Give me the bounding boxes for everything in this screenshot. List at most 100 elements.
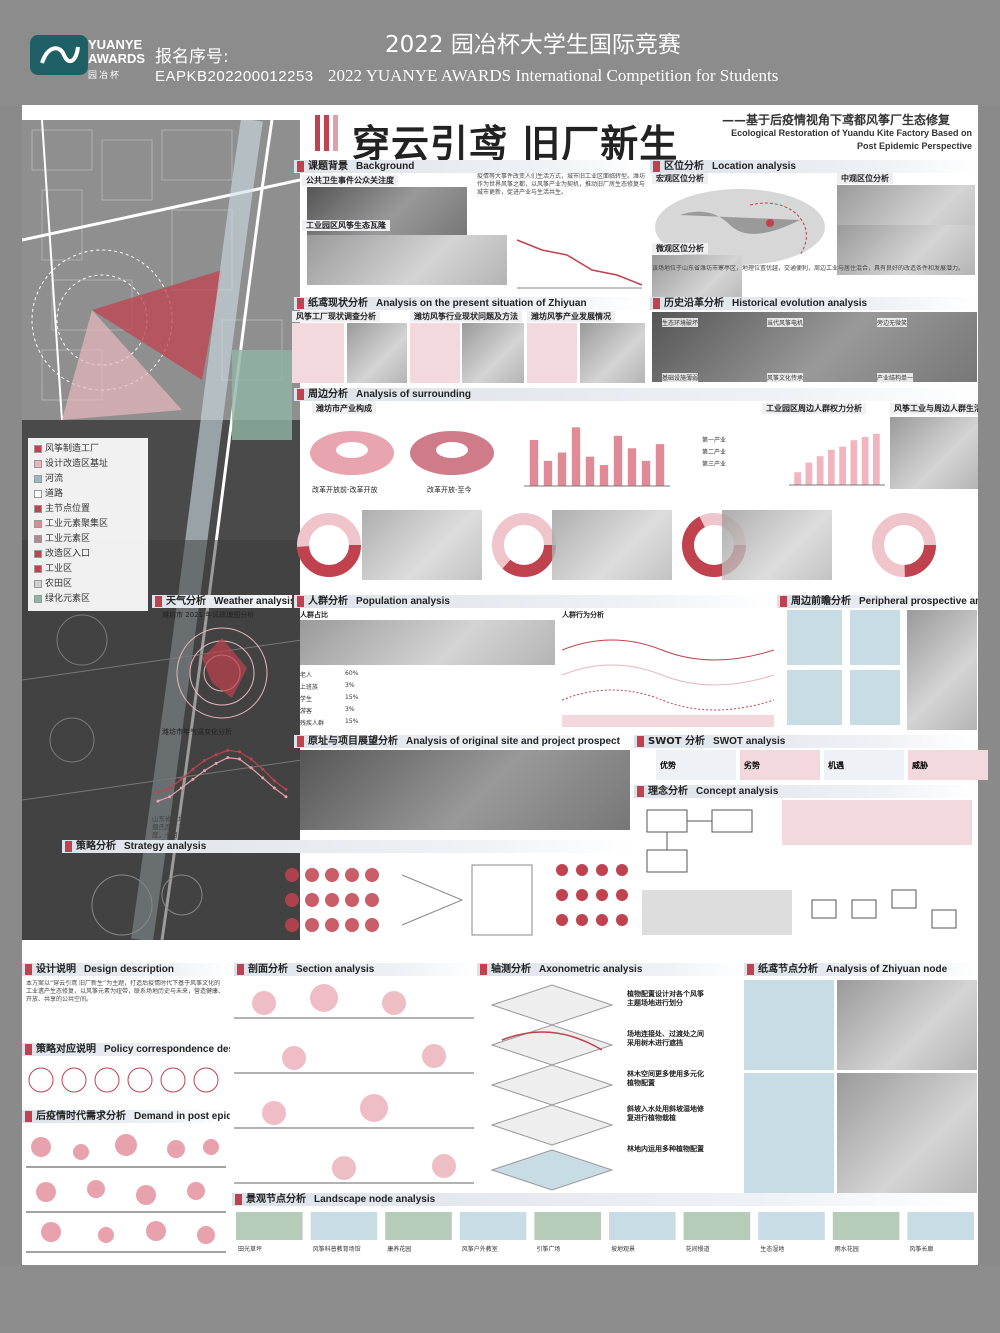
population-figures (300, 620, 555, 665)
weather-chart1-title: 潍坊市 2021 年风玫瑰图分析 (162, 611, 255, 619)
economy-bar-chart (789, 433, 885, 486)
temperature-point (272, 786, 276, 790)
pres-photo-1 (347, 323, 407, 383)
swot-cell: 优势 (656, 750, 736, 780)
axo-note-3: 林木空间更多使用多元化植物配置 (627, 1070, 704, 1087)
poster-subtitle-en: Ecological Restoration of Yuandu Kite Fa… (731, 128, 972, 151)
original-site-panorama (300, 750, 630, 830)
population-row-percent: 15% (345, 694, 359, 701)
behavior-wave-chart (562, 639, 774, 727)
temperature-point (156, 799, 160, 803)
temperature-point (272, 779, 276, 783)
bar-mark (529, 439, 539, 486)
temperature-point (214, 753, 218, 757)
bg-decline-chart (516, 239, 643, 289)
axo-note-5: 林地内运用多种植物配置 (627, 1145, 704, 1153)
landscape-node-block (832, 1212, 900, 1240)
bar-mark (850, 440, 858, 485)
people-photo-2 (552, 510, 672, 580)
legend-item: 绿化元素区 (34, 592, 142, 607)
subhead-loc2: 中观区位分析 (837, 173, 893, 184)
subhead-sur1: 潍坊市产业构成 (312, 403, 376, 414)
history-caption: 当代风筝电机 (767, 318, 804, 327)
temperature-point (284, 795, 288, 799)
legend-item: 河流 (34, 472, 142, 487)
legend-item: 设计改造区基址 (34, 457, 142, 472)
legend-swatch-icon (34, 579, 42, 588)
swot-cell: 劣势 (740, 750, 820, 780)
bar-mark (861, 437, 869, 485)
subhead-sur3: 风筝工业与周边人群生活状态 (890, 403, 978, 414)
legend-label: 改造区入口 (45, 549, 91, 559)
yuanye-logo (30, 35, 88, 75)
legend-label: 风筝制造工厂 (45, 444, 100, 454)
temperature-point (249, 766, 253, 770)
subhead-bg2: 工业园区风筝生态瓦隆 (302, 220, 390, 231)
bar-mark (543, 460, 553, 486)
axo-note-1: 植物配置设计对各个风筝主题场地进行划分 (627, 990, 704, 1007)
logo-chinese: 园冶杯 (88, 71, 122, 81)
donut-label-1: 改革开放前-改革开放 (312, 486, 378, 494)
bar-mark (641, 460, 651, 486)
district-map (837, 225, 975, 275)
population-row-name: 游客 (300, 708, 313, 715)
legend-swatch-icon (34, 474, 42, 483)
temperature-point (203, 769, 207, 773)
legend-label: 农田区 (45, 579, 73, 589)
landscape-node-block (459, 1212, 527, 1240)
population-row-percent: 15% (345, 718, 359, 725)
landscape-node-strip (236, 1212, 974, 1240)
node-axo-2 (837, 1073, 977, 1203)
donut-label-2: 改革开放-至今 (427, 486, 472, 494)
pres-note-1 (292, 323, 344, 383)
strategy-diagram (91, 864, 628, 936)
landscape-node-block (236, 1212, 303, 1240)
bar-mark (585, 456, 595, 486)
subhead-pres2: 潍坊风筝行业现状问题及方法 (410, 311, 522, 322)
node-plan-2 (744, 1073, 834, 1203)
footer-bar (0, 1265, 1000, 1333)
bar-mark (655, 444, 665, 486)
location-paragraph: 该场地位于山东省潍坊市寒亭区，地理位置优越，交通便利，周边工业与居住混合，具有良… (652, 265, 965, 272)
legend-item: 改造区入口 (34, 547, 142, 562)
legend-item: 主节点位置 (34, 502, 142, 517)
peripheral-map-3 (787, 670, 842, 725)
landscape-node-caption: 生态湿地 (760, 1246, 785, 1253)
legend-swatch-icon (34, 594, 42, 603)
design-paragraph: 本方案以“穿云引鸢 旧厂新生”为主题，打造后疫情时代下基于风筝文化的工业遗产生态… (26, 980, 225, 1003)
weather-chart2-title: 潍坊市年气温变化分析 (162, 728, 232, 736)
registration-label: 报名序号: (155, 47, 229, 67)
logo-mark-icon (40, 46, 80, 64)
subhead-loc1: 宏观区位分析 (652, 173, 708, 184)
pres-photo-3 (580, 323, 645, 383)
bar-mark (627, 448, 637, 486)
landscape-node-caption: 康养花园 (387, 1246, 412, 1253)
peripheral-map-1 (787, 610, 842, 665)
legend-item: 工业区 (34, 562, 142, 577)
peripheral-axonometric (907, 610, 977, 730)
history-photo-strip (652, 312, 977, 382)
history-caption: 风筝文化传承 (767, 373, 804, 382)
temperature-point (203, 759, 207, 762)
bar-mark (557, 452, 567, 486)
industry-legend-label: 第二产业 (702, 449, 727, 456)
swot-cell: 机遇 (824, 750, 904, 780)
competition-title-en: 2022 YUANYE AWARDS International Competi… (328, 66, 779, 85)
temperature-point (226, 748, 230, 752)
landscape-node-block (310, 1212, 378, 1240)
temperature-series-line (157, 749, 287, 793)
landscape-node-block (385, 1212, 452, 1240)
temperature-point (179, 786, 183, 790)
bar-mark (828, 449, 835, 485)
population-row-name: 学生 (300, 696, 313, 703)
bar-mark (599, 465, 609, 486)
legend-swatch-icon (34, 519, 42, 528)
subhead-sur2: 工业园区周边人群权力分析 (762, 403, 866, 414)
bar-mark (571, 427, 581, 486)
